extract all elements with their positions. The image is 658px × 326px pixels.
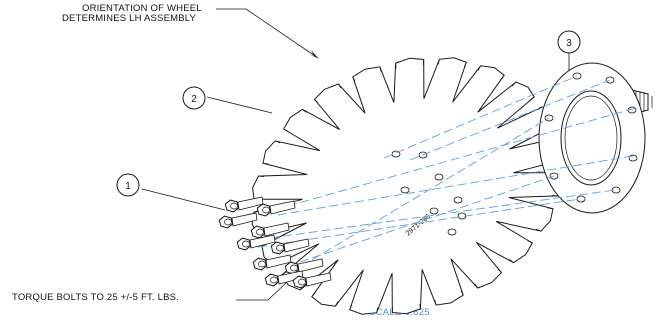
bolt	[236, 234, 276, 251]
bolt-washer-face	[290, 264, 298, 272]
bolt	[270, 238, 310, 255]
bolt-washer-face	[230, 202, 238, 210]
balloon-2-leader	[206, 96, 273, 114]
torque-leader	[236, 282, 287, 301]
balloon-1-leader	[141, 188, 226, 211]
bolt-hex-head	[252, 257, 268, 271]
bolt-washer-face	[276, 244, 284, 252]
hub-flange-bolt-holes	[544, 72, 638, 203]
bolt-hex-head	[236, 237, 252, 251]
bolt-washer-face	[262, 206, 270, 214]
bolt-washer-face	[224, 218, 232, 226]
assembly-centerlines	[257, 75, 637, 274]
balloon-1: 1	[116, 173, 140, 197]
torque-note: TORQUE BOLTS TO 25 +/-5 FT. LBS.	[12, 292, 179, 303]
balloon-3: 3	[557, 30, 581, 54]
bolt-hex-head	[224, 199, 240, 213]
balloon-2: 2	[182, 86, 206, 110]
hub-assembly	[538, 62, 653, 214]
balloon-1-number: 1	[125, 181, 131, 192]
bolt-washer-face	[270, 276, 278, 284]
bolt-washer-face	[242, 240, 250, 248]
bolt-set	[218, 196, 332, 289]
bolt-hex-head	[218, 215, 234, 229]
bolt-hex-head	[250, 225, 266, 239]
balloon-2-number: 2	[191, 94, 197, 105]
bolt-hex-head	[264, 273, 280, 287]
bolt-washer-face	[298, 278, 306, 286]
balloon-3-number: 3	[566, 38, 572, 49]
bolt	[218, 212, 258, 229]
wheel-outline	[251, 57, 565, 315]
hub-flange-bore-inner	[564, 95, 618, 181]
bolt	[256, 200, 296, 217]
orientation-leader	[216, 8, 319, 59]
orientation-note-line2: DETERMINES LH ASSEMBLY	[62, 13, 197, 24]
bolt-washer-face	[258, 260, 266, 268]
bolt	[292, 272, 332, 289]
bolt-washer-face	[256, 228, 264, 236]
orientation-note-line1: ORIENTATION OF WHEEL	[82, 3, 202, 14]
